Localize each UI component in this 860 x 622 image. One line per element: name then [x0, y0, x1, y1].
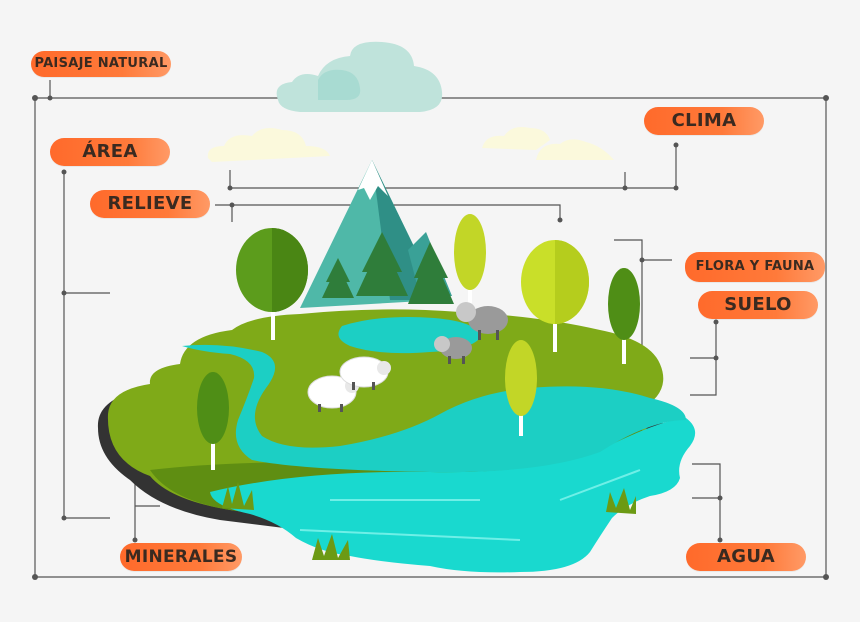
tree-5	[505, 340, 537, 436]
relieve-connector	[215, 204, 561, 222]
cloud-right-2	[536, 139, 614, 160]
sheep-2	[339, 356, 391, 390]
goat-1	[456, 302, 508, 340]
area-connector	[63, 172, 110, 519]
label-clima: CLIMA	[644, 107, 764, 135]
label-paisaje-natural: PAISAJE NATURAL	[31, 51, 171, 77]
tree-3	[521, 240, 589, 352]
tree-2	[454, 214, 486, 308]
agua-connector	[692, 463, 721, 540]
grass-tufts	[222, 482, 636, 560]
connector-dots	[32, 95, 829, 580]
label-minerales: MINERALES	[120, 543, 242, 571]
pine-trees	[322, 232, 454, 304]
tree-6	[197, 372, 229, 470]
goat-2	[434, 336, 472, 364]
cloud-large	[276, 41, 443, 112]
tree-4	[608, 268, 640, 364]
label-flora-y-fauna: FLORA Y FAUNA	[685, 252, 825, 282]
label-area: ÁREA	[50, 138, 170, 166]
label-suelo: SUELO	[698, 291, 818, 319]
clima-connector	[229, 145, 677, 189]
label-relieve: RELIEVE	[90, 190, 210, 218]
cloud-left	[207, 128, 330, 162]
tree-1	[236, 228, 308, 340]
suelo-connector	[690, 322, 717, 396]
label-agua: AGUA	[686, 543, 806, 571]
cloud-right-1	[482, 127, 550, 150]
